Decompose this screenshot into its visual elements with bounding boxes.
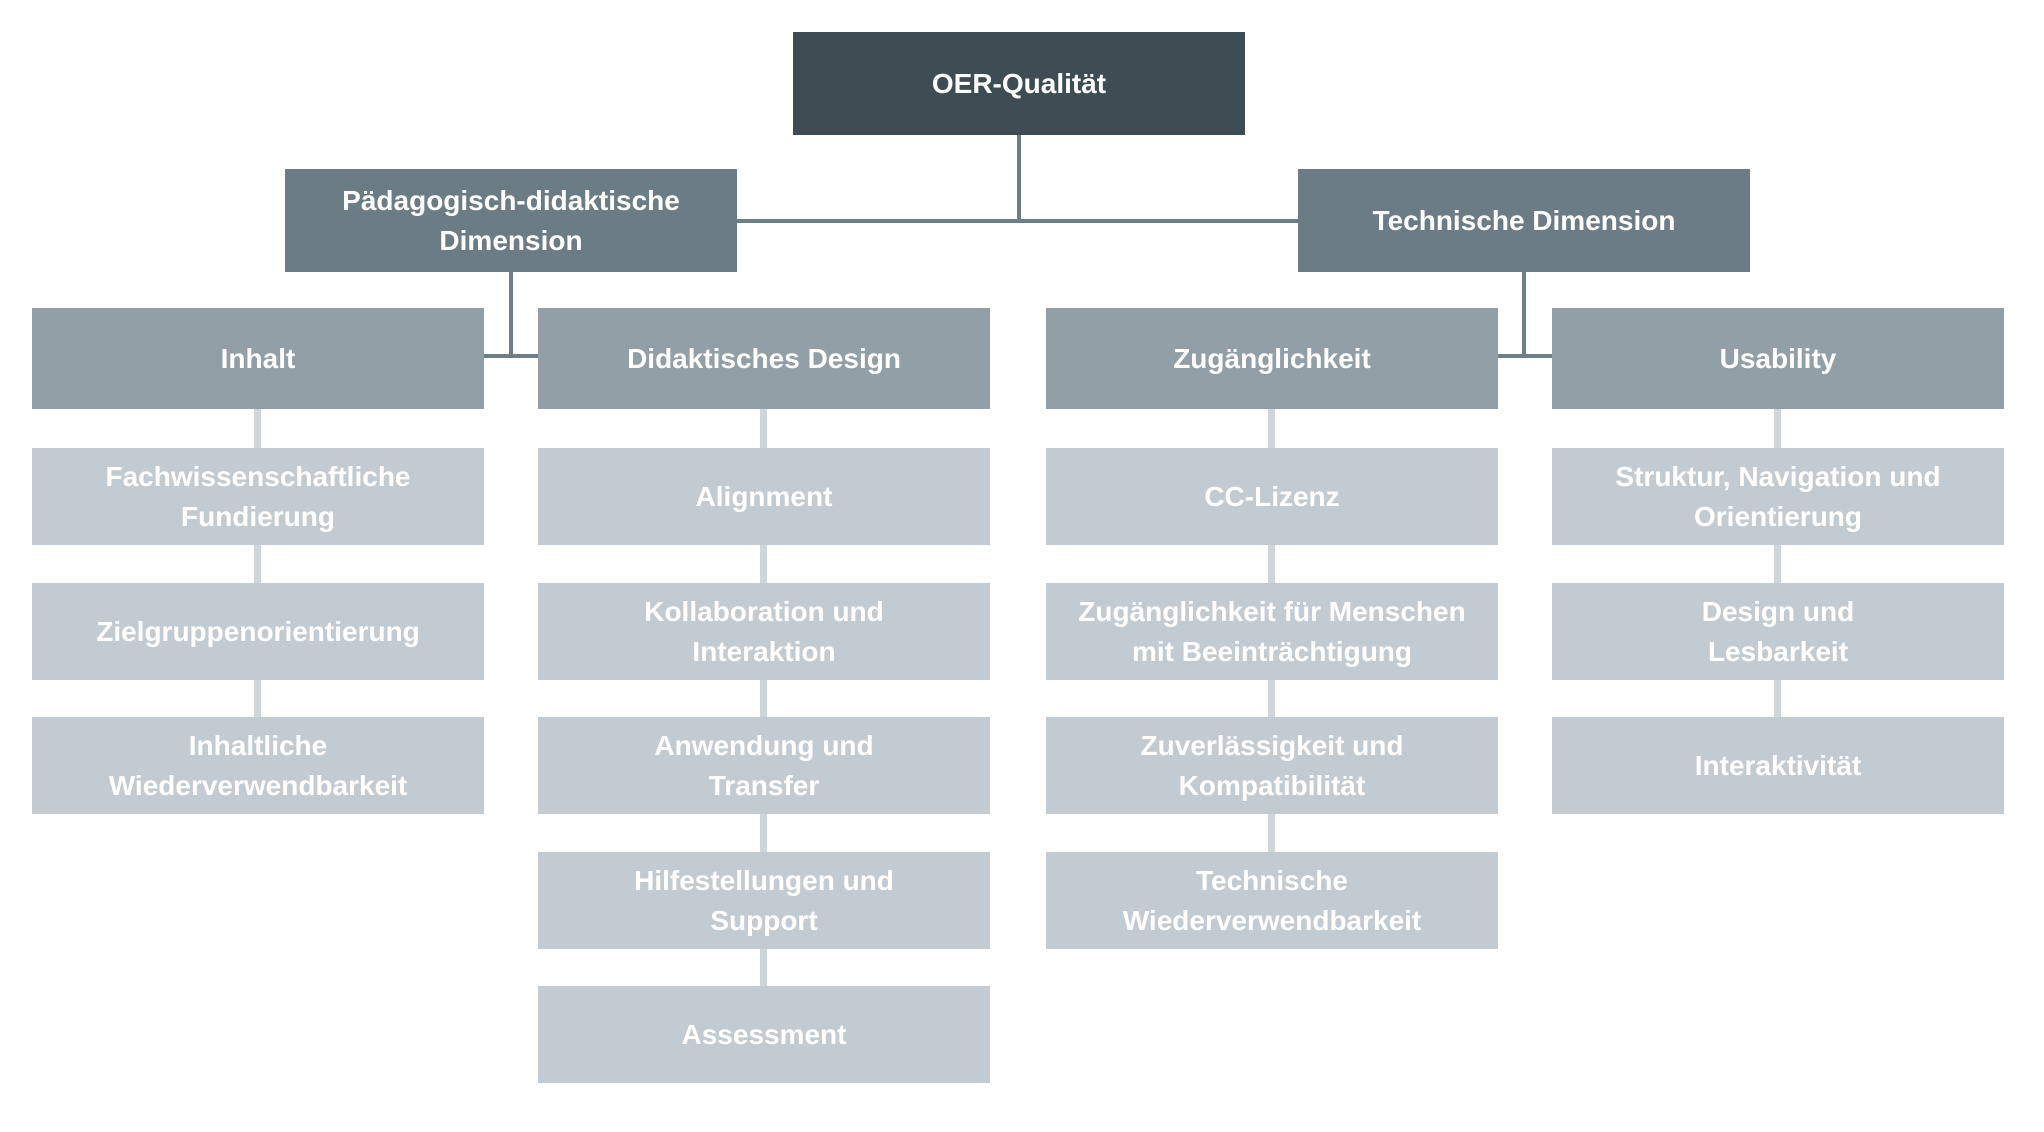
connector-dimensions-horizontal [737,219,1298,223]
node-interaktivitaet: Interaktivität [1552,717,2004,814]
connector-col2-seg1 [760,409,767,448]
connector-col4-seg3 [1774,680,1781,717]
node-inhaltliche-wiederverwendbarkeit: Inhaltliche Wiederverwendbarkeit [32,717,484,814]
node-zielgruppenorientierung: Zielgruppenorientierung [32,583,484,680]
connector-col1-seg3 [254,680,261,717]
connector-paedagogisch-vertical [509,272,513,356]
connector-col2-seg4 [760,814,767,852]
node-usability: Usability [1552,308,2004,409]
node-oer-qualitaet: OER-Qualität [793,32,1245,135]
connector-col3-seg3 [1268,680,1275,717]
node-anwendung-und-transfer: Anwendung und Transfer [538,717,990,814]
connector-col4-seg2 [1774,545,1781,583]
connector-technische-vertical [1522,272,1526,356]
connector-technische-stub [1498,354,1552,358]
node-technische-dimension: Technische Dimension [1298,169,1750,272]
connector-col3-seg1 [1268,409,1275,448]
connector-col2-seg3 [760,680,767,717]
node-assessment: Assessment [538,986,990,1083]
node-hilfestellungen-und-support: Hilfestellungen und Support [538,852,990,949]
connector-col1-seg2 [254,545,261,583]
node-zugaenglichkeit: Zugänglichkeit [1046,308,1498,409]
node-struktur-navigation-und-orientierung: Struktur, Navigation und Orientierung [1552,448,2004,545]
connector-paedagogisch-stub [484,354,538,358]
connector-col4-seg1 [1774,409,1781,448]
connector-col3-seg4 [1268,814,1275,852]
node-zugaenglichkeit-fuer-menschen: Zugänglichkeit für Menschen mit Beeinträ… [1046,583,1498,680]
node-technische-wiederverwendbarkeit: Technische Wiederverwendbarkeit [1046,852,1498,949]
node-paedagogisch-didaktische-dimension: Pädagogisch-didaktische Dimension [285,169,737,272]
connector-col2-seg5 [760,949,767,986]
node-kollaboration-und-interaktion: Kollaboration und Interaktion [538,583,990,680]
connector-col1-seg1 [254,409,261,448]
connector-col2-seg2 [760,545,767,583]
node-didaktisches-design: Didaktisches Design [538,308,990,409]
node-cc-lizenz: CC-Lizenz [1046,448,1498,545]
connector-col3-seg2 [1268,545,1275,583]
node-zuverlaessigkeit-und-kompatibilitaet: Zuverlässigkeit und Kompatibilität [1046,717,1498,814]
node-fachwissenschaftliche-fundierung: Fachwissenschaftliche Fundierung [32,448,484,545]
node-alignment: Alignment [538,448,990,545]
connector-root-vertical [1017,135,1021,221]
node-inhalt: Inhalt [32,308,484,409]
node-design-und-lesbarkeit: Design und Lesbarkeit [1552,583,2004,680]
